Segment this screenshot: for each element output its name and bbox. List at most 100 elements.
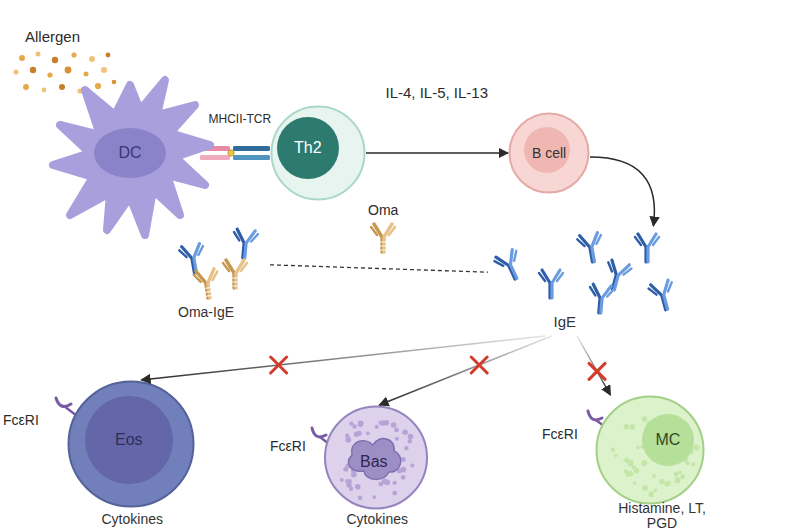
cell-granule — [372, 495, 376, 499]
receptor-label: MHCII-TCR — [209, 113, 272, 126]
ige-pool: IgE — [488, 226, 700, 336]
allergen-particles — [95, 83, 101, 89]
oma-ige-antibodies — [179, 229, 258, 300]
dendritic-cell: DC — [45, 65, 215, 245]
cell-granule — [634, 468, 639, 473]
mhcii-tcr-receptor — [200, 155, 230, 160]
cell-granule — [659, 479, 664, 484]
ige-antibodies — [648, 279, 678, 312]
mast-cell: MCHistamine, LT, PGD — [590, 395, 710, 505]
oma-ige-antibodies — [232, 229, 258, 259]
cell-label: B cell — [532, 146, 566, 161]
cell-granule — [384, 479, 390, 485]
drug-label: Oma — [368, 203, 398, 218]
cell-granule — [628, 462, 633, 467]
omalizumab-antibody — [371, 224, 395, 252]
cell-granule — [340, 478, 344, 482]
arrow-connector — [141, 336, 545, 380]
cell-granule — [358, 421, 364, 427]
allergen-particles — [19, 55, 25, 61]
cell-nucleus — [524, 127, 570, 173]
oma-ige-antibodies — [223, 260, 247, 288]
cell-granule — [641, 460, 647, 466]
allergen-particles — [71, 52, 76, 57]
cell-granule — [352, 424, 356, 428]
cell-nucleus — [277, 117, 339, 179]
cell-granule — [633, 481, 637, 485]
arrow-connector — [366, 152, 508, 154]
allergen-particles — [52, 57, 58, 63]
cell-granule — [358, 422, 363, 427]
cell-granule — [614, 454, 618, 458]
cell-granule — [624, 458, 629, 463]
omalizumab-antibody — [371, 224, 395, 252]
cell-granule — [349, 487, 353, 491]
oma-ige-complex: Oma-IgE — [170, 228, 270, 320]
mast-cell-outline — [590, 395, 710, 505]
ige-antibodies — [493, 248, 527, 284]
mhcii-tcr-receptor — [233, 155, 270, 160]
cell-granule — [379, 421, 383, 425]
cell-granule — [675, 478, 681, 484]
cell-granule — [345, 437, 351, 443]
cell-granule — [642, 416, 648, 422]
cell-granule — [410, 464, 414, 468]
cell-label: MC — [656, 431, 681, 449]
cell-granule — [375, 425, 379, 429]
cell-granule — [392, 491, 397, 496]
cell-nucleus — [642, 414, 694, 466]
cell-label: Bas — [360, 453, 388, 471]
cell-body — [510, 114, 589, 193]
cell-granule — [358, 495, 363, 500]
cell-granule — [392, 481, 396, 485]
cell-granule — [691, 462, 695, 466]
inhibition-mark — [589, 363, 605, 379]
inhibition-mark — [271, 357, 287, 373]
arrow-connector — [379, 336, 551, 405]
allergen-particles — [42, 88, 47, 93]
cell-granule — [402, 429, 408, 435]
cell-granule — [408, 434, 414, 440]
edge-label: IL-4, IL-5, IL-13 — [386, 85, 489, 102]
cell-granule — [624, 469, 628, 473]
oma-ige-antibodies — [179, 243, 207, 275]
arrow-connector — [577, 336, 610, 395]
cell-granule — [356, 431, 361, 436]
allergen-particles — [106, 53, 111, 58]
cell-granule — [653, 489, 657, 493]
allergen-particles — [23, 84, 29, 90]
allergen-particles — [30, 67, 36, 73]
cell-body — [272, 107, 365, 200]
ige-antibodies — [539, 270, 563, 298]
cell-nucleus — [349, 439, 401, 480]
receptor-label: FcεRI — [542, 427, 578, 442]
product-caption: Cytokines — [347, 512, 408, 527]
ige-antibodies — [588, 284, 614, 314]
basophil: BasCytokines — [322, 405, 430, 510]
cell-label: Th2 — [294, 139, 322, 157]
receptor-label: FcεRI — [3, 413, 39, 428]
cell-granule — [348, 479, 352, 483]
fc-receptor-symbol — [588, 411, 602, 420]
ige-antibodies — [577, 232, 605, 264]
cell-granule — [401, 475, 406, 480]
cell-granule — [630, 424, 636, 430]
cell-granule — [379, 482, 384, 487]
cell-granule — [628, 471, 633, 476]
allergen-particles — [13, 52, 116, 94]
cell-granule — [636, 446, 640, 450]
ige-antibodies — [635, 234, 659, 262]
fc-receptor-symbol — [312, 428, 329, 444]
cell-label: DC — [119, 144, 142, 162]
cell-label: Oma-IgE — [178, 305, 234, 320]
allergen-particles — [47, 72, 52, 77]
b-cell: B cell — [508, 112, 590, 194]
cell-granule — [693, 445, 699, 451]
cell-granule — [366, 431, 370, 435]
mhcii-tcr-receptor — [228, 150, 234, 156]
allergen-particles — [101, 67, 107, 73]
product-caption: Histamine, LT, PGD — [608, 501, 716, 531]
product-caption: Cytokines — [102, 512, 163, 527]
